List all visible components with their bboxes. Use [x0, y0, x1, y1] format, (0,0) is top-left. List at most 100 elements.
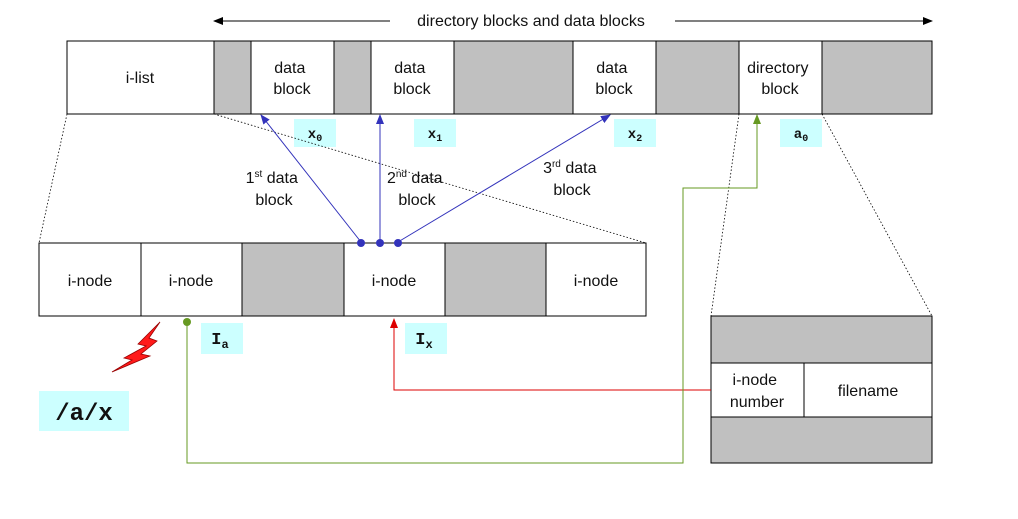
inode-cell-2 — [140, 242, 243, 317]
inode-cell-1 — [38, 242, 142, 317]
tag-x1-base: x — [428, 127, 437, 143]
data-block-3-label: data block — [595, 60, 633, 98]
green-arrow-dot — [183, 318, 191, 326]
tag-Ix: Ix — [415, 331, 432, 352]
dir-entry-filename-label: filename — [838, 383, 899, 400]
zoom-line-dir-right — [821, 113, 933, 317]
inode-cell-6 — [545, 242, 647, 317]
directory-block — [738, 40, 823, 115]
tag-a0: a0 — [794, 127, 808, 145]
inode-cell-4 — [343, 242, 446, 317]
pointer-dot-1 — [357, 239, 365, 247]
data-block-2 — [370, 40, 455, 115]
dir-entry-gray-bottom — [710, 416, 933, 464]
tag-x0: x0 — [308, 127, 322, 145]
pointer-arrow-3 — [397, 114, 611, 243]
pointer-dot-2 — [376, 239, 384, 247]
pointer-label-1-num: 1 — [246, 170, 255, 187]
pointer-label-2-line2: block — [398, 192, 436, 209]
inode-cell-3-gray — [241, 242, 345, 317]
tag-x0-sub: 0 — [316, 134, 322, 145]
dir-entry-filename-cell — [803, 362, 933, 418]
pointer-label-1-rest: data — [262, 170, 298, 187]
tag-Ix-sub: x — [426, 338, 433, 352]
pointer-label-3-sup: rd — [552, 159, 561, 170]
ilist-row: i-node i-node i-node i-node — [38, 242, 647, 317]
pointer-label-3-num: 3 — [543, 160, 552, 177]
tag-Ia-bg — [201, 323, 243, 354]
directory-block-line2: block — [761, 81, 799, 98]
tag-a0-sub: 0 — [802, 134, 808, 145]
directory-entry-box: i-node number filename — [710, 315, 933, 464]
tag-x0-bg — [294, 119, 336, 147]
zoom-line-ilist-right — [213, 113, 647, 244]
data-block-2-line2: block — [393, 81, 431, 98]
dir-entry-inode-number-line2: number — [730, 394, 785, 411]
tag-x2-sub: 2 — [636, 134, 642, 145]
data-block-3 — [572, 40, 657, 115]
pointer-label-2-rest: data — [407, 170, 443, 187]
tag-a0-bg — [780, 119, 822, 147]
pointer-label-1-line2: block — [255, 192, 293, 209]
dir-entry-inode-number-line1: i-node — [733, 372, 778, 389]
dir-entry-inode-number-label: i-node number — [730, 372, 785, 411]
ilist-region — [66, 40, 215, 115]
tag-Ix-bg — [405, 323, 447, 354]
disk-gray-1 — [213, 40, 252, 115]
pointer-label-3: 3rd data block — [543, 159, 601, 199]
disk-gray-3 — [453, 40, 574, 115]
data-block-1-line2: block — [273, 81, 311, 98]
data-block-1-line1: data — [274, 60, 305, 77]
top-caption-group: directory blocks and data blocks — [213, 13, 933, 30]
inode-label-1: i-node — [68, 273, 113, 290]
pointer-arrow-1 — [260, 114, 362, 243]
tag-x1-bg — [414, 119, 456, 147]
pointer-label-3-rest: data — [561, 160, 597, 177]
red-arrow-inode-number-to-ix — [390, 318, 711, 391]
tag-Ix-base: I — [415, 331, 425, 350]
pointer-label-2-num: 2 — [387, 170, 396, 187]
ilist-label: i-list — [126, 70, 155, 87]
data-block-1 — [250, 40, 335, 115]
path-label: /a/x — [55, 401, 113, 428]
green-arrow-ia-to-directory — [186, 114, 761, 464]
disk-gray-4 — [655, 40, 740, 115]
pointer-label-1: 1st data block — [246, 169, 303, 209]
tag-x0-base: x — [308, 127, 317, 143]
pointer-label-2: 2nd data block — [387, 169, 447, 209]
data-block-3-line1: data — [596, 60, 627, 77]
zoom-line-ilist-left — [38, 113, 68, 244]
tag-x1: x1 — [428, 127, 442, 145]
inode-label-2: i-node — [169, 273, 214, 290]
data-block-3-line2: block — [595, 81, 633, 98]
tag-x2-base: x — [628, 127, 637, 143]
top-caption: directory blocks and data blocks — [417, 13, 645, 30]
inode-cell-5-gray — [444, 242, 547, 317]
directory-block-line1: directory — [747, 60, 808, 77]
data-block-1-label: data block — [273, 60, 311, 98]
pointer-label-2-sup: nd — [396, 169, 407, 180]
tag-x2-bg — [614, 119, 656, 147]
dir-entry-gray-top — [710, 315, 933, 364]
lightning-icon — [111, 321, 161, 373]
tag-Ia: Ia — [211, 331, 228, 352]
data-block-2-label: data block — [393, 60, 431, 98]
block-tags: x0 x1 x2 a0 — [294, 119, 822, 147]
inode-label-4: i-node — [372, 273, 417, 290]
pointer-label-1-sup: st — [255, 169, 263, 180]
directory-block-label: directory block — [747, 60, 813, 98]
dir-entry-inode-number-cell — [710, 362, 805, 418]
tag-x2: x2 — [628, 127, 642, 145]
tag-Ia-sub: a — [222, 338, 229, 352]
pointer-label-3-line2: block — [553, 182, 591, 199]
inode-label-6: i-node — [574, 273, 619, 290]
disk-gray-5 — [821, 40, 933, 115]
zoom-line-dir-left — [710, 113, 740, 317]
tag-Ia-base: I — [211, 331, 221, 350]
tag-x1-sub: 1 — [436, 134, 442, 145]
tag-a0-base: a — [794, 127, 803, 143]
disk-bar: i-list data block data block data block … — [66, 40, 933, 115]
pointer-dot-3 — [394, 239, 402, 247]
disk-gray-2 — [333, 40, 372, 115]
